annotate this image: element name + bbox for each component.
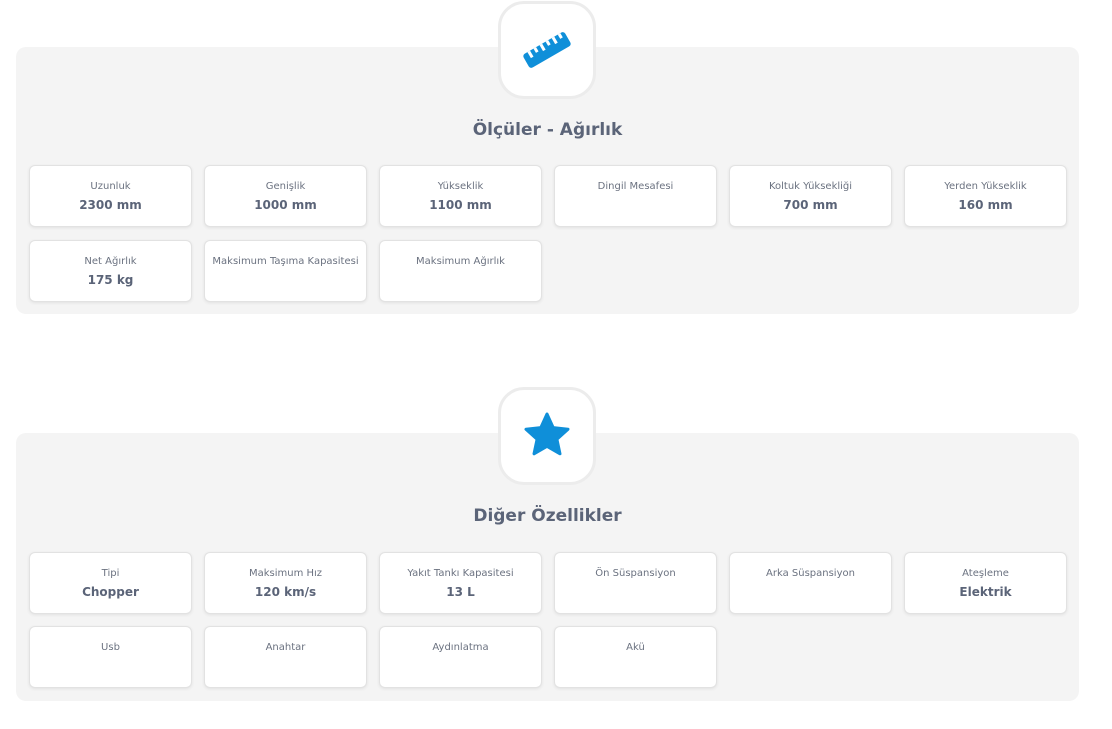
spec-card-fuel-tank: Yakıt Tankı Kapasitesi 13 L [379, 552, 542, 614]
spec-label: Yükseklik [437, 181, 484, 192]
spec-label: Maksimum Taşıma Kapasitesi [212, 256, 359, 267]
features-section: Diğer Özellikler Tipi Chopper Maksimum H… [16, 387, 1079, 701]
spec-label: Dingil Mesafesi [597, 181, 674, 192]
spec-value: Elektrik [959, 585, 1012, 599]
spec-card-lighting: Aydınlatma [379, 626, 542, 688]
ruler-icon [523, 32, 571, 68]
spec-card-front-suspension: Ön Süspansiyon [554, 552, 717, 614]
spec-value: 120 km/s [254, 585, 317, 599]
spec-card-usb: Usb [29, 626, 192, 688]
spec-label: Yakıt Tankı Kapasitesi [407, 568, 514, 579]
features-icon-badge [498, 387, 596, 485]
spec-card-key: Anahtar [204, 626, 367, 688]
spec-label: Koltuk Yüksekliği [768, 181, 853, 192]
spec-label: Anahtar [265, 642, 306, 653]
spec-label: Ön Süspansiyon [595, 568, 676, 579]
spec-card-height: Yükseklik 1100 mm [379, 165, 542, 227]
spec-value: 1100 mm [429, 198, 492, 212]
spec-card-length: Uzunluk 2300 mm [29, 165, 192, 227]
spec-value: Chopper [82, 585, 139, 599]
spec-card-max-load: Maksimum Taşıma Kapasitesi [204, 240, 367, 302]
spec-label: Arka Süspansiyon [766, 568, 855, 579]
spec-value: 700 mm [783, 198, 838, 212]
spec-value: 160 mm [958, 198, 1013, 212]
spec-card-wheelbase: Dingil Mesafesi [554, 165, 717, 227]
star-icon [524, 412, 570, 456]
spec-label: Maksimum Hız [248, 568, 323, 579]
spec-label: Yerden Yükseklik [944, 181, 1027, 192]
spec-card-battery: Akü [554, 626, 717, 688]
measures-title: Ölçüler - Ağırlık [472, 120, 623, 140]
spec-label: Aydınlatma [432, 642, 489, 653]
spec-card-seat-height: Koltuk Yüksekliği 700 mm [729, 165, 892, 227]
spec-card-ground-clearance: Yerden Yükseklik 160 mm [904, 165, 1067, 227]
spec-label: Maksimum Ağırlık [416, 256, 505, 267]
spec-value: 175 kg [87, 273, 134, 287]
spec-label: Usb [101, 642, 120, 653]
spec-label: Genişlik [265, 181, 306, 192]
spec-card-ignition: Ateşleme Elektrik [904, 552, 1067, 614]
spec-value: 1000 mm [254, 198, 317, 212]
measures-icon-badge [498, 1, 596, 99]
spec-label: Net Ağırlık [84, 256, 137, 267]
spec-card-max-weight: Maksimum Ağırlık [379, 240, 542, 302]
spec-label: Uzunluk [90, 181, 131, 192]
spec-label: Ateşleme [962, 568, 1009, 579]
spec-value: 13 L [446, 585, 475, 599]
spec-label: Akü [626, 642, 645, 653]
spec-value: 2300 mm [79, 198, 142, 212]
spec-card-width: Genişlik 1000 mm [204, 165, 367, 227]
spec-label: Tipi [101, 568, 120, 579]
measures-section: Ölçüler - Ağırlık Uzunluk 2300 mm Genişl… [16, 1, 1079, 314]
spec-card-type: Tipi Chopper [29, 552, 192, 614]
features-title: Diğer Özellikler [473, 506, 622, 526]
spec-card-rear-suspension: Arka Süspansiyon [729, 552, 892, 614]
spec-card-net-weight: Net Ağırlık 175 kg [29, 240, 192, 302]
spec-card-max-speed: Maksimum Hız 120 km/s [204, 552, 367, 614]
